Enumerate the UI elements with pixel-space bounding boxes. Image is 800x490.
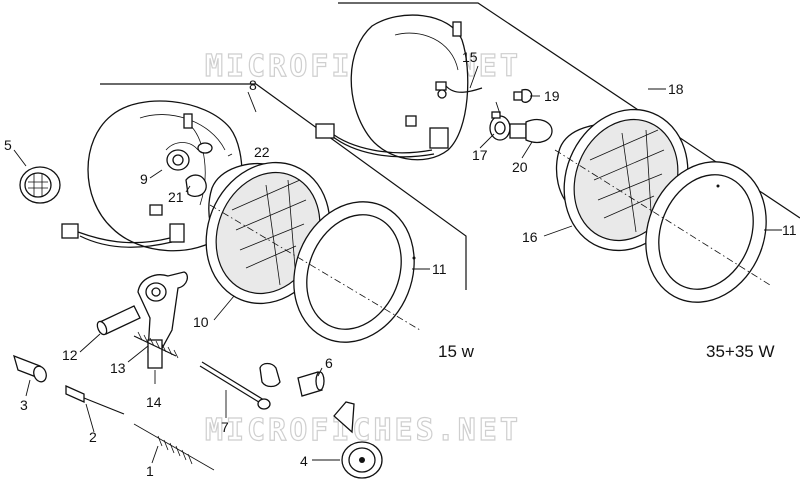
label-part-19: 19 xyxy=(544,88,560,104)
label-part-22: 22 xyxy=(254,144,270,160)
label-part-20: 20 xyxy=(512,159,528,175)
part-3-cap xyxy=(13,354,47,383)
trim-ring-left xyxy=(293,201,416,343)
label-part-10: 10 xyxy=(193,314,209,330)
label-part-2: 2 xyxy=(89,429,97,445)
label-part-16: 16 xyxy=(522,229,538,245)
caption-35-35w: 35+35 W xyxy=(706,342,775,361)
wiring-harness-left xyxy=(61,204,173,248)
axis-line-left xyxy=(209,204,421,331)
label-part-7: 7 xyxy=(221,419,229,435)
leader-lines xyxy=(13,65,782,464)
label-part-11-right: 11 xyxy=(782,222,797,238)
label-part-8: 8 xyxy=(249,77,257,93)
label-part-17: 17 xyxy=(472,147,488,163)
label-part-18: 18 xyxy=(668,81,684,97)
label-part-5: 5 xyxy=(4,137,12,153)
part-1-spring xyxy=(133,423,215,471)
label-part-12: 12 xyxy=(62,347,78,363)
wiring-harness-right xyxy=(315,81,447,158)
part-15-wire-connector xyxy=(437,85,483,99)
axis-line-right xyxy=(554,149,771,286)
label-part-13: 13 xyxy=(110,360,126,376)
label-part-14: 14 xyxy=(146,394,162,410)
label-part-9: 9 xyxy=(140,171,148,187)
label-part-3: 3 xyxy=(20,397,28,413)
part-19-pilot-bulb xyxy=(513,88,533,103)
part-2-adjust-screw xyxy=(65,384,125,415)
label-part-15: 15 xyxy=(462,49,478,65)
label-part-21: 21 xyxy=(168,189,184,205)
reflector-lens-right xyxy=(555,108,689,252)
group-bracket-left xyxy=(100,83,467,290)
label-part-6: 6 xyxy=(325,355,333,371)
bulb-holder-left xyxy=(166,142,213,198)
caption-15w: 15 w xyxy=(438,342,475,361)
part-12-sleeve xyxy=(96,305,141,336)
part-17-bulb-socket xyxy=(489,111,511,141)
part-7-long-bolt xyxy=(199,361,271,410)
part-13-spring xyxy=(133,331,179,359)
reflector-lens-left xyxy=(205,161,331,305)
group-bracket-right xyxy=(338,2,800,219)
headlight-shell-right xyxy=(350,14,469,161)
part-14-bracket xyxy=(137,271,189,369)
part-20-bulb xyxy=(509,118,553,144)
label-part-4: 4 xyxy=(300,453,308,469)
trim-ring-right xyxy=(645,161,767,303)
part-4-horn-bracket xyxy=(333,401,383,479)
part-5-grommet xyxy=(19,166,61,204)
label-part-11-left: 11 xyxy=(432,261,447,277)
part-6-spacers xyxy=(259,362,325,397)
label-part-1: 1 xyxy=(146,463,154,479)
